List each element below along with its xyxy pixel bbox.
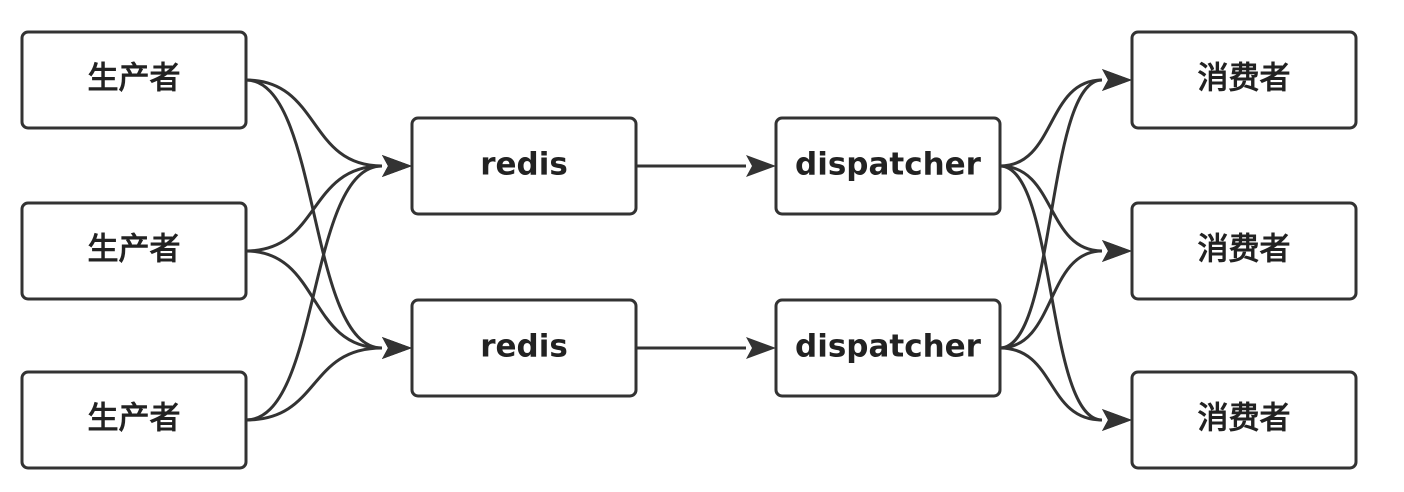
edge-line	[999, 249, 1103, 350]
dispatcher-label-1: dispatcher	[795, 147, 982, 183]
edge-line	[999, 164, 1103, 422]
edge-line	[245, 164, 383, 253]
edge-line	[245, 164, 383, 422]
edge-dispatcher-1-to-consumer-3	[999, 164, 1132, 431]
redis-label-2: redis	[480, 329, 568, 365]
edge-line	[245, 78, 383, 350]
arrowhead	[746, 337, 776, 359]
edges-layer	[245, 69, 1132, 431]
arrowhead	[382, 155, 412, 177]
consumer-label-1: 消费者	[1198, 61, 1291, 97]
redis-label-1: redis	[480, 147, 568, 183]
edge-redis-2-to-dispatcher-2	[636, 337, 776, 359]
producer-node-2: 生产者	[20, 201, 248, 301]
consumer-label-3: 消费者	[1198, 401, 1291, 437]
edge-producer-3-to-redis-2	[245, 337, 412, 422]
redis-node-2: redis	[410, 298, 638, 398]
edge-line	[999, 346, 1103, 422]
dispatcher-node-2: dispatcher	[774, 298, 1002, 398]
dispatcher-label-2: dispatcher	[795, 329, 982, 365]
edge-line	[245, 78, 383, 168]
edge-line	[245, 346, 383, 422]
arrowhead	[382, 337, 412, 359]
edge-dispatcher-2-to-consumer-1	[999, 69, 1132, 350]
edge-dispatcher-2-to-consumer-3	[999, 346, 1132, 431]
consumer-label-2: 消费者	[1198, 232, 1291, 268]
edge-producer-3-to-redis-1	[245, 155, 412, 422]
producer-label-2: 生产者	[88, 232, 181, 268]
producer-node-3: 生产者	[20, 370, 248, 470]
edge-producer-1-to-redis-2	[245, 78, 412, 359]
redis-node-1: redis	[410, 116, 638, 216]
edge-line	[999, 78, 1103, 168]
producer-label-3: 生产者	[88, 401, 181, 437]
edge-line	[999, 78, 1103, 350]
consumer-node-3: 消费者	[1130, 370, 1358, 470]
arrowhead	[1102, 409, 1132, 431]
consumer-node-1: 消费者	[1130, 30, 1358, 130]
dispatcher-node-1: dispatcher	[774, 116, 1002, 216]
arrowhead	[746, 155, 776, 177]
consumer-node-2: 消费者	[1130, 201, 1358, 301]
producer-label-1: 生产者	[88, 61, 181, 97]
producer-node-1: 生产者	[20, 30, 248, 130]
edge-line	[245, 249, 383, 350]
arrowhead	[1102, 240, 1132, 262]
edge-dispatcher-2-to-consumer-2	[999, 240, 1132, 350]
edge-redis-1-to-dispatcher-1	[636, 155, 776, 177]
arrowhead	[1102, 69, 1132, 91]
